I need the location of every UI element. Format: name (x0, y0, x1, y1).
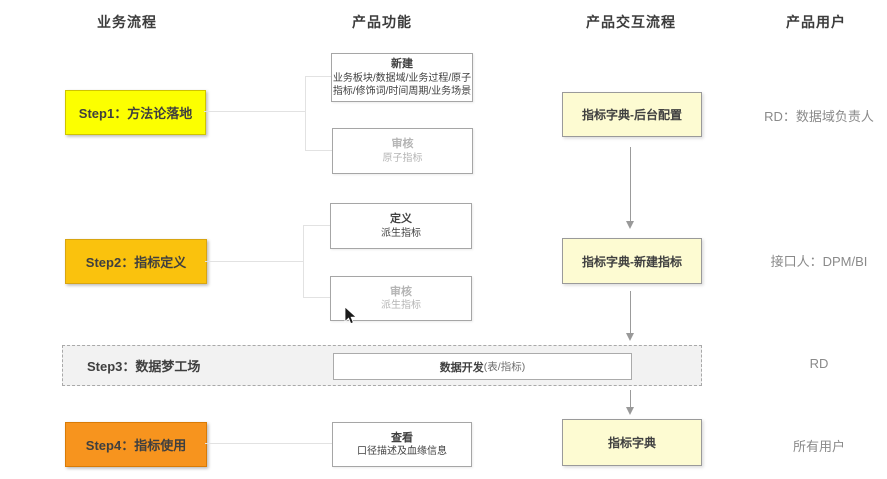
feature-box-view-lineage: 查看 口径描述及血缘信息 (332, 422, 472, 467)
interaction-box-metric-dict: 指标字典 (562, 419, 702, 466)
user-text-all-users: 所有用户 (792, 439, 845, 454)
arrow-head-1-icon (626, 221, 634, 229)
feature-title: 数据开发 (439, 361, 484, 374)
step4-box: Step4：指标使用 (65, 422, 207, 467)
feature-title: 查看 (391, 431, 413, 444)
column-header-product-users: 产品用户 (786, 14, 846, 30)
arrow-line-1 (630, 147, 631, 221)
feature-box-define-derived: 定义 派生指标 (330, 203, 472, 249)
column-header-product-features: 产品功能 (352, 14, 412, 30)
interaction-box-backend-config: 指标字典-后台配置 (562, 92, 702, 137)
step1-box: Step1：方法论落地 (65, 90, 206, 135)
connector-step2-vline (303, 225, 304, 298)
connector-step4-hline (205, 443, 332, 444)
feature-box-review-derived: 审核 派生指标 (330, 276, 472, 321)
feature-desc: 口径描述及血缘信息 (357, 446, 447, 458)
arrow-line-2 (630, 291, 631, 333)
feature-box-review-atomic: 审核 原子指标 (332, 128, 473, 174)
feature-title: 新建 (391, 58, 413, 71)
arrow-head-2-icon (626, 333, 634, 341)
connector-step2-hline (205, 261, 303, 262)
feature-desc: 派生指标 (381, 300, 421, 312)
step3-label: Step3：数据梦工场 (87, 359, 201, 374)
feature-desc: 原子指标 (382, 152, 423, 164)
mouse-cursor-icon (344, 306, 357, 325)
feature-desc: 派生指标 (381, 227, 421, 239)
feature-suffix: (表/指标) (483, 361, 526, 373)
step2-box: Step2：指标定义 (65, 239, 207, 284)
feature-desc-line1: 业务板块/数据域/业务过程/原子 (332, 72, 472, 84)
user-text-rd-data-owner: RD：数据域负责人 (764, 109, 874, 124)
feature-title: 定义 (390, 213, 412, 226)
connector-step1-vline (305, 76, 306, 151)
interaction-box-new-metric: 指标字典-新建指标 (562, 238, 702, 284)
user-text-dpm-bi: 接口人：DPM/BI (770, 254, 868, 269)
column-header-product-interaction: 产品交互流程 (586, 14, 676, 30)
connector-step1-stub-top (305, 76, 331, 77)
connector-step2-stub-bottom (303, 297, 330, 298)
connector-step1-hline (204, 111, 305, 112)
feature-title: 审核 (390, 285, 412, 298)
arrow-head-3-icon (626, 407, 634, 415)
column-header-business-process: 业务流程 (97, 14, 157, 30)
arrow-line-3 (630, 390, 631, 407)
connector-step1-stub-bottom (305, 150, 332, 151)
feature-title: 审核 (391, 138, 414, 151)
feature-box-create: 新建 业务板块/数据域/业务过程/原子 指标/修饰词/时间周期/业务场景 (331, 53, 473, 102)
feature-box-data-development: 数据开发(表/指标) (333, 353, 632, 380)
connector-step2-stub-top (303, 225, 330, 226)
user-text-rd: RD (809, 356, 829, 371)
feature-desc-line2: 指标/修饰词/时间周期/业务场景 (332, 85, 472, 97)
